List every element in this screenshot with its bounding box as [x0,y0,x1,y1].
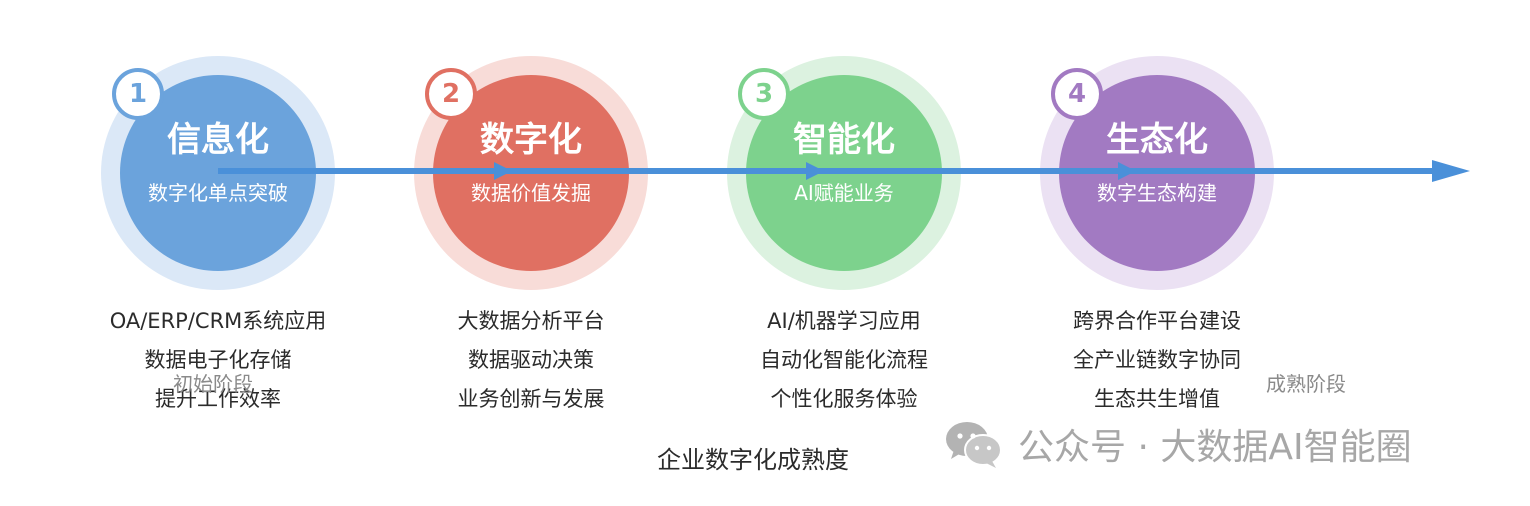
timeline-marker-stage-3 [806,162,824,180]
stage-3-feature-2: 自动化智能化流程 [760,348,928,372]
stage-1-feature-3: 提升工作效率 [155,387,281,411]
stage-2-feature-3: 业务创新与发展 [457,387,605,411]
stage-2-number-badge: 2 [425,68,477,120]
stage-4-number-badge: 4 [1051,68,1103,120]
start-phase-label: 初始阶段 [173,372,253,396]
stage-3-feature-3: 个性化服务体验 [770,387,918,411]
stage-3-subtitle: AI赋能业务 [794,181,894,205]
stage-4-subtitle: 数字生态构建 [1097,181,1217,205]
stage-4-feature-3: 生态共生增值 [1094,387,1220,411]
stage-2-feature-1: 大数据分析平台 [457,309,605,333]
timeline-marker-stage-4 [1118,162,1136,180]
stage-2-subtitle: 数据价值发掘 [471,181,591,205]
stage-4-feature-2: 全产业链数字协同 [1073,348,1241,372]
stage-3-number-badge: 3 [738,68,790,120]
stage-1-number-badge: 1 [112,68,164,120]
stage-3-feature-1: AI/机器学习应用 [767,309,921,333]
stage-4-title: 生态化 [1106,120,1208,160]
stage-1-feature-1: OA/ERP/CRM系统应用 [109,309,327,333]
stage-3-title: 智能化 [793,120,895,160]
wechat-icon [946,422,1002,468]
maturity-axis-label: 企业数字化成熟度 [657,446,849,474]
timeline-marker-stage-2 [494,162,512,180]
stage-1-feature-2: 数据电子化存储 [144,348,292,372]
watermark-text: 公众号 · 大数据AI智能圈 [1018,427,1412,468]
stage-4-feature-1: 跨界合作平台建设 [1073,309,1241,333]
stage-2-title: 数字化 [480,120,582,160]
stage-1-subtitle: 数字化单点突破 [148,181,288,205]
watermark: 公众号 · 大数据AI智能圈 [944,418,1412,470]
stage-2-feature-2: 数据驱动决策 [468,348,594,372]
stage-1-title: 信息化 [167,120,269,160]
end-phase-label: 成熟阶段 [1266,372,1346,396]
timeline-end-arrowhead [1432,160,1470,182]
